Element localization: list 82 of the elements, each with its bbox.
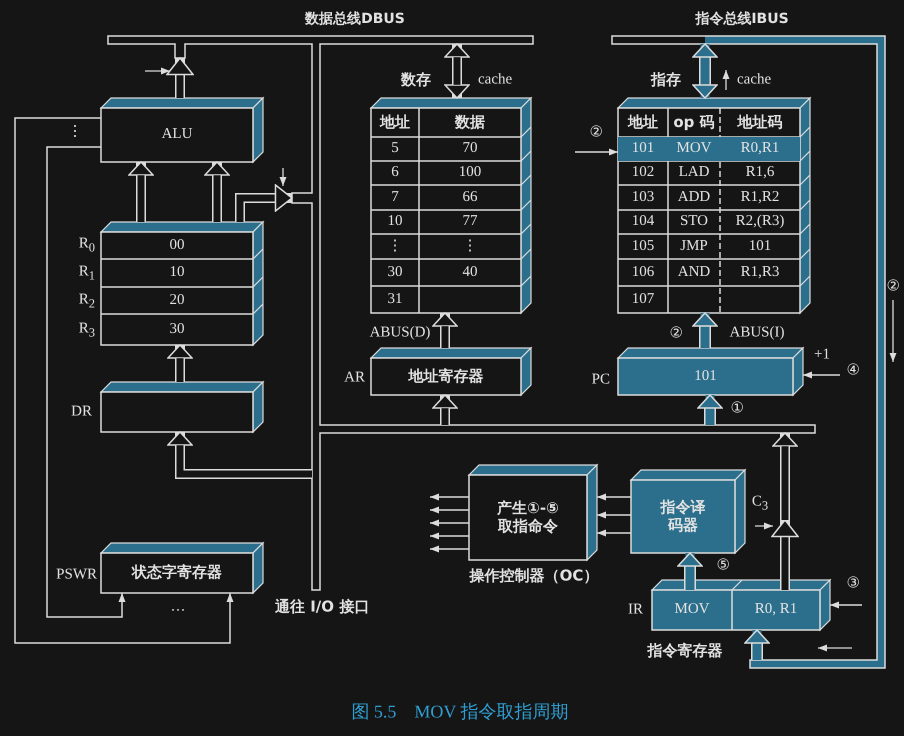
address-text: 101 [632,140,654,158]
content-text: MOV [676,140,712,158]
alu-label: ALU [162,126,192,144]
address-text: 地址 [628,114,658,132]
register-label: 地址寄存器 [408,368,484,386]
block-label: 产生①-⑤取指命令 [496,500,560,535]
address-text: 10 [388,213,402,231]
content-text: 70 [462,140,478,158]
register-name: R$_{2}$ [78,291,95,311]
bus-label: 通往 I/O 接口 [275,598,370,616]
address-text: 30 [388,264,402,282]
cache-label: cache [478,71,512,89]
register-name: AR [344,369,365,387]
address-text: 7 [391,188,399,206]
highlighted-row [618,137,800,161]
address-text: 106 [632,264,654,282]
block-label: 指令译码器 [659,499,706,534]
step-number: ② [886,278,900,296]
step-number: ② [670,325,682,343]
figure-caption: 图 5.5 MOV 指令取指周期 [351,702,569,722]
cache-label: cache [737,71,772,89]
address-text: 105 [632,238,654,256]
bus-title: 指令总线IBUS [695,10,789,28]
address-text: 地址 [380,114,410,132]
content-text: LAD [678,164,710,182]
address-text: 103 [632,188,654,206]
edge-label: ② [590,124,602,142]
register-name: PC [592,371,610,389]
register-value: 20 [170,292,184,310]
register-value: 101 [694,368,717,386]
content-text: STO [680,213,708,231]
register-name: R$_{3}$ [78,320,95,340]
address-text: 31 [388,290,402,308]
content-text: AND [678,264,710,282]
bus-title: 数据总线DBUS [305,10,405,28]
ellipsis: ⋮ [68,123,82,141]
increment-label: +1 [814,346,830,364]
register-name: PSWR [56,566,97,584]
content-text: 77 [462,213,478,231]
register-label: 状态字寄存器 [132,564,222,582]
operand-text: R2,(R3) [736,213,784,231]
register-name: R$_{1}$ [78,263,95,283]
memory-label: 数存 [401,71,431,89]
register-value: 00 [170,236,184,254]
edge-label: ④ [846,362,860,380]
address-text: 102 [632,164,654,182]
content-text: 100 [458,164,482,182]
content-text: ⋮ [462,238,478,256]
edge-label: ABUS(D) [370,324,430,342]
operand-text: 101 [748,238,772,256]
control-signal-label: C$_{3}$ [752,493,768,513]
memory-label: 指存 [651,71,681,89]
operand-text: 地址码 [738,114,782,132]
address-text: ⋮ [388,238,402,256]
register-label: 指令寄存器 [648,642,722,660]
controller-label: 操作控制器（OC） [470,567,598,585]
operand-text: R1,6 [746,164,774,182]
edge-label: ③ [846,575,860,593]
register-name: IR [628,601,643,619]
operand-text: R1,R2 [740,188,780,206]
register-value: 10 [170,264,184,282]
address-text: 5 [391,140,399,158]
ellipsis: … [170,598,186,616]
operand-text: R1,R3 [740,264,780,282]
content-text: op 码 [673,114,715,132]
edge-label: ⑤ [716,557,730,575]
content-text: 66 [462,188,478,206]
content-text: 40 [462,264,478,282]
content-text: 数据 [455,114,485,132]
register-name: R$_{0}$ [78,235,95,255]
address-text: 104 [632,213,654,231]
content-text: JMP [680,238,708,256]
register-value: R0, R1 [754,601,798,619]
content-text: ADD [678,188,710,206]
edge-label: ① [730,400,744,418]
edge-label: ABUS(I) [730,324,784,342]
address-text: 6 [391,164,399,182]
register-value: 30 [170,320,184,338]
address-text: 107 [632,290,654,308]
operand-text: R0,R1 [740,140,780,158]
register-name: DR [71,403,92,421]
register-value: MOV [674,601,710,619]
